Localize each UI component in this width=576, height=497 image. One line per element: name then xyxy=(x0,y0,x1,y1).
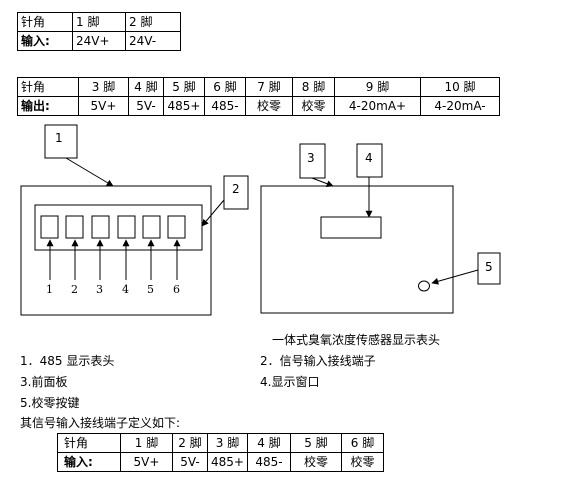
callout-leader-2 xyxy=(201,199,225,227)
legend-item-3: 3.前面板 xyxy=(20,375,68,389)
table-cell: 校零 xyxy=(290,452,342,472)
pin-number: 4 xyxy=(122,283,129,296)
terminal-pin xyxy=(40,215,59,239)
table-cell: 8 脚 xyxy=(292,77,335,97)
callout-box-3 xyxy=(299,143,326,179)
terminal-block xyxy=(34,204,203,251)
table-cell: 4 脚 xyxy=(247,433,291,453)
display-window xyxy=(320,216,382,239)
display-head-body xyxy=(20,185,212,316)
pin-number: 2 xyxy=(71,283,78,296)
legend-item-5: 5.校零按键 xyxy=(20,396,80,410)
pin-number: 5 xyxy=(147,283,154,296)
callout-box-2 xyxy=(223,175,249,210)
table-row: 输出: 5V+ 5V- 485+ 485- 校零 校零 4-20mA+ 4-20… xyxy=(17,96,500,116)
table-cell: 6 脚 xyxy=(341,433,384,453)
table-cell: 1 脚 xyxy=(120,433,173,453)
table-row: 针角 1 脚 2 脚 3 脚 4 脚 5 脚 6 脚 xyxy=(57,433,384,453)
table-cell: 5 脚 xyxy=(163,77,205,97)
table-row: 针角 3 脚 4 脚 5 脚 6 脚 7 脚 8 脚 9 脚 10 脚 xyxy=(17,77,500,97)
input-table: 针角 1 脚 2 脚 输入: 24V+ 24V- xyxy=(17,12,181,51)
pin-number: 6 xyxy=(173,283,180,296)
terminal-pins xyxy=(40,215,186,239)
callout-leader-5 xyxy=(431,269,479,285)
table-cell: 485+ xyxy=(207,452,248,472)
table-cell: 输出: xyxy=(17,96,79,116)
terminal-pin xyxy=(65,215,84,239)
table-cell: 校零 xyxy=(341,452,384,472)
callout-number-3: 3 xyxy=(307,151,315,165)
table-cell: 3 脚 xyxy=(207,433,248,453)
terminal-pin xyxy=(117,215,136,239)
callout-leader-1 xyxy=(65,157,114,187)
table-cell: 输入: xyxy=(17,31,73,51)
legend-item-1: 1．485 显示表头 xyxy=(20,354,115,368)
legend-item-2: 2．信号输入接线端子 xyxy=(260,354,376,368)
front-panel xyxy=(260,185,454,314)
table-cell: 485- xyxy=(204,96,246,116)
callout-box-1 xyxy=(44,124,78,159)
pin-number: 1 xyxy=(46,283,53,296)
legend-item-4: 4.显示窗口 xyxy=(260,375,320,389)
table-cell: 5V- xyxy=(172,452,208,472)
terminal-table: 针角 1 脚 2 脚 3 脚 4 脚 5 脚 6 脚 输入: 5V+ 5V- 4… xyxy=(57,433,384,472)
callout-number-4: 4 xyxy=(365,151,373,165)
table-cell: 2 脚 xyxy=(172,433,208,453)
table-row: 输入: 24V+ 24V- xyxy=(17,31,181,51)
terminal-pin xyxy=(142,215,161,239)
table-cell: 5V- xyxy=(128,96,164,116)
terminal-pin xyxy=(167,215,186,239)
table-cell: 24V+ xyxy=(72,31,126,51)
table-cell: 输入: xyxy=(57,452,121,472)
callout-number-5: 5 xyxy=(485,260,493,274)
zero-button xyxy=(418,280,430,292)
terminal-pin xyxy=(91,215,110,239)
table-cell: 5V+ xyxy=(120,452,173,472)
diagram-caption: 一体式臭氧浓度传感器显示表头 xyxy=(272,333,441,347)
table-row: 输入: 5V+ 5V- 485+ 485- 校零 校零 xyxy=(57,452,384,472)
pin-number: 3 xyxy=(96,283,103,296)
table-cell: 校零 xyxy=(292,96,335,116)
table-cell: 4-20mA- xyxy=(420,96,500,116)
callout-box-4 xyxy=(356,143,383,178)
output-table: 针角 3 脚 4 脚 5 脚 6 脚 7 脚 8 脚 9 脚 10 脚 输出: … xyxy=(17,77,500,116)
table-cell: 针角 xyxy=(57,433,121,453)
table-cell: 校零 xyxy=(245,96,293,116)
pin-arrows xyxy=(46,239,181,280)
table-cell: 485+ xyxy=(163,96,205,116)
table-cell: 485- xyxy=(247,452,291,472)
callout-number-1: 1 xyxy=(55,131,63,145)
definition-intro: 其信号输入接线端子定义如下: xyxy=(20,416,181,430)
callout-number-2: 2 xyxy=(232,182,240,196)
table-cell: 5 脚 xyxy=(290,433,342,453)
callout-box-5 xyxy=(477,252,501,285)
callout-leader-3 xyxy=(311,177,334,188)
table-cell: 24V- xyxy=(125,31,181,51)
table-cell: 5V+ xyxy=(78,96,129,116)
